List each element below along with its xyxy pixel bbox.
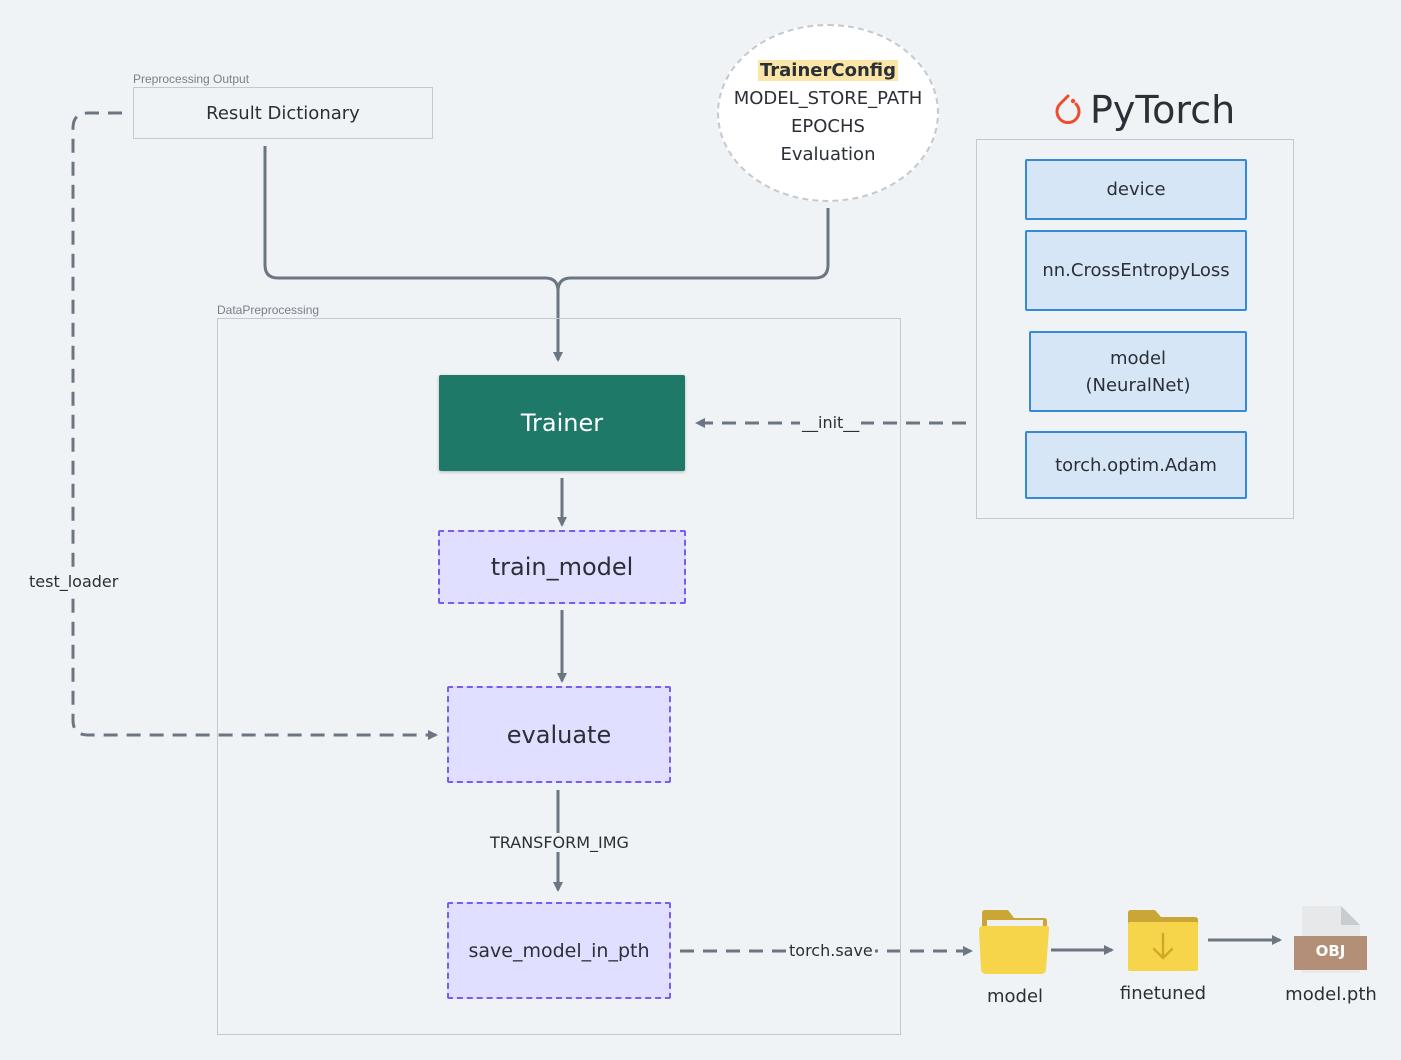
evaluate-node[interactable]: evaluate [447, 686, 671, 783]
trainer-config-item: MODEL_STORE_PATH [733, 88, 923, 109]
train-model-node[interactable]: train_model [438, 530, 686, 604]
pytorch-device[interactable]: device [1025, 159, 1247, 220]
result-dictionary-node[interactable]: Result Dictionary [133, 87, 433, 139]
edge-label-test-loader: test_loader [27, 572, 121, 591]
pytorch-loss[interactable]: nn.CrossEntropyLoss [1025, 230, 1247, 311]
model-file-label: model.pth [1285, 984, 1377, 1005]
obj-badge-text: OBJ [1315, 942, 1346, 960]
pytorch-logo: PyTorch [1054, 88, 1235, 132]
pytorch-logo-text: PyTorch [1090, 88, 1236, 132]
finetuned-folder-label: finetuned [1119, 983, 1207, 1004]
preprocessing-output-label: Preprocessing Output [133, 72, 250, 86]
trainer-node[interactable]: Trainer [439, 375, 685, 471]
model-folder-label: model [986, 986, 1044, 1007]
save-model-node[interactable]: save_model_in_pth [447, 902, 671, 999]
trainer-config-item: Evaluation [780, 144, 876, 165]
edge-label-torch-save: torch.save [787, 941, 875, 960]
model-folder-icon [979, 910, 1050, 974]
data-preprocessing-label: DataPreprocessing [217, 303, 320, 317]
edge-config-to-trainer [556, 208, 830, 292]
edge-label-transform-img: TRANSFORM_IMG [488, 833, 631, 852]
pytorch-group [976, 139, 1294, 519]
data-preprocessing-group [217, 318, 901, 1035]
trainer-config-title: TrainerConfig [757, 60, 898, 81]
pytorch-flame-icon [1055, 94, 1081, 124]
pytorch-optimizer[interactable]: torch.optim.Adam [1025, 431, 1247, 499]
obj-file-icon: OBJ [1294, 904, 1368, 976]
trainer-config-item: EPOCHS [791, 116, 865, 137]
edge-label-init: __init__ [800, 413, 862, 432]
finetuned-folder-icon [1128, 910, 1198, 971]
trainer-config-node[interactable]: TrainerConfig MODEL_STORE_PATH EPOCHS Ev… [717, 24, 939, 202]
edge-test-loader [71, 111, 438, 740]
pytorch-model[interactable]: model (NeuralNet) [1029, 331, 1247, 412]
